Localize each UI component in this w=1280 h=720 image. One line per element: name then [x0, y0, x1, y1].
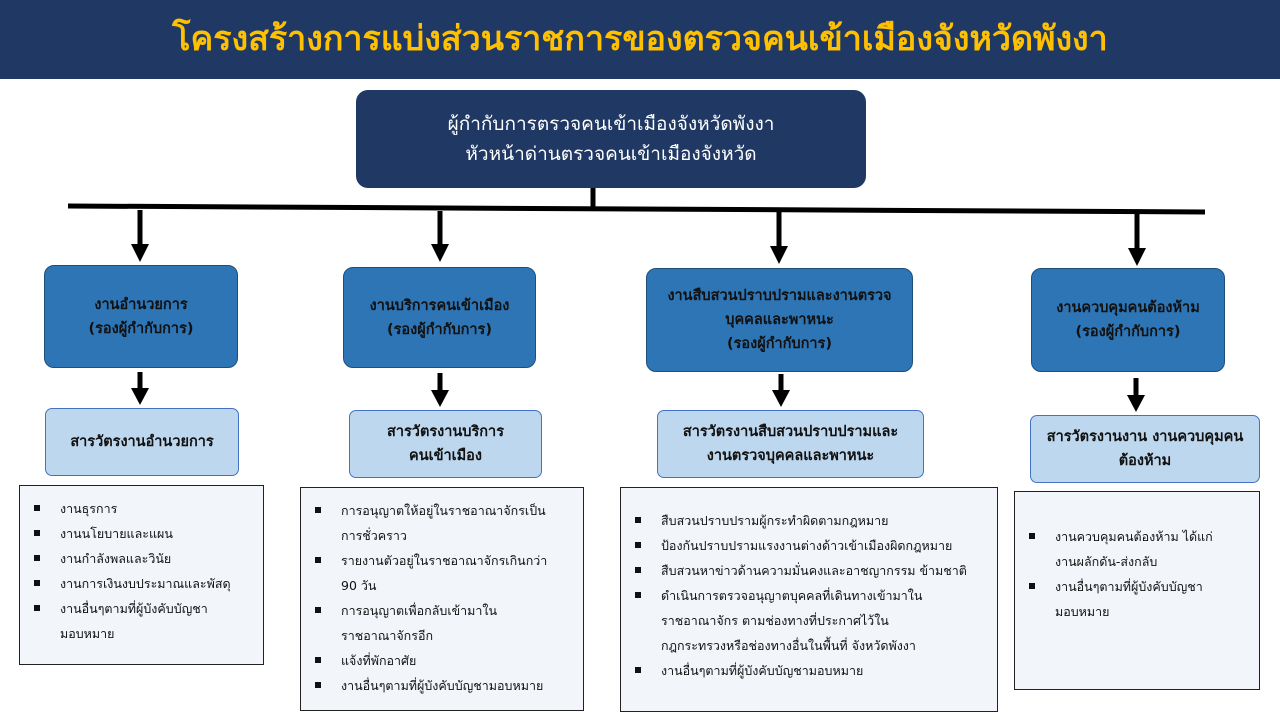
- dept-name-line: งานอำนวยการ: [94, 296, 188, 313]
- duty-item: งานกำลังพลและวินัย: [34, 546, 259, 571]
- inspector-label: คนเข้าเมือง: [409, 448, 482, 464]
- page-title: โครงสร้างการแบ่งส่วนราชการของตรวจคนเข้าเ…: [172, 19, 1108, 59]
- inspector-label: ต้องห้าม: [1118, 453, 1172, 469]
- dept-name-line: บุคคลและพาหนะ: [725, 312, 834, 328]
- bullet-icon: [34, 505, 40, 511]
- horizontal-bus: [67, 203, 1206, 215]
- duty-item: การอนุญาตให้อยู่ในราชอาณาจักรเป็นการชั่ว…: [315, 498, 579, 548]
- inspector-label: สารวัตรงานสืบสวนปราบปรามและ: [682, 424, 899, 440]
- bullet-icon: [34, 530, 40, 536]
- bullet-icon: [34, 580, 40, 586]
- duty-list-prohibited-persons: งานควบคุมคนต้องห้าม ได้แก่งานผลักดัน-ส่ง…: [1014, 491, 1260, 690]
- inspector-box-investigation: สารวัตรงานสืบสวนปราบปรามและ งานตรวจบุคคล…: [657, 410, 924, 478]
- dept-rank-line: (รองผู้กำกับการ): [387, 321, 492, 338]
- duty-item: แจ้งที่พักอาศัย: [315, 648, 579, 673]
- dept-name-line: งานสืบสวนปราบปรามและงานตรวจ: [667, 288, 892, 304]
- bullet-icon: [315, 557, 321, 563]
- dept-arrows: [131, 210, 1146, 266]
- bullet-icon: [635, 542, 641, 548]
- duty-item: งานอื่นๆตามที่ผู้บังคับบัญชามอบหมาย: [34, 596, 259, 646]
- duty-item: การอนุญาตเพื่อกลับเข้ามาในราชอาณาจักรอีก: [315, 598, 579, 648]
- duty-list-investigation: สืบสวนปราบปรามผู้กระทำผิดตามกฎหมาย ป้องก…: [620, 487, 998, 712]
- duty-item: งานนโยบายและแผน: [34, 521, 259, 546]
- duty-item: สืบสวนปราบปรามผู้กระทำผิดตามกฎหมาย: [635, 508, 993, 533]
- bullet-icon: [1029, 533, 1035, 539]
- head-officer-box: ผู้กำกับการตรวจคนเข้าเมืองจังหวัดพังงา ห…: [356, 90, 866, 188]
- bullet-icon: [635, 667, 641, 673]
- duty-item: งานธุรการ: [34, 496, 259, 521]
- dept-rank-line: (รองผู้กำกับการ): [727, 336, 832, 352]
- inspector-label: สารวัตรงานงาน งานควบคุมคน: [1046, 429, 1244, 445]
- duty-item: ป้องกันปราบปรามแรงงานต่างด้าวเข้าเมืองผิ…: [635, 533, 993, 558]
- bullet-icon: [315, 607, 321, 613]
- dept-box-administration: งานอำนวยการ (รองผู้กำกับการ): [44, 265, 238, 368]
- inspector-label: สารวัตรงานบริการ: [387, 424, 504, 440]
- head-officer-subtitle: หัวหน้าด่านตรวจคนเข้าเมืองจังหวัด: [465, 143, 757, 165]
- dept-name-line: งานบริการคนเข้าเมือง: [369, 297, 510, 314]
- duty-list-administration: งานธุรการ งานนโยบายและแผน งานกำลังพลและว…: [19, 485, 264, 665]
- duty-item: งานการเงินงบประมาณและพัสดุ: [34, 571, 259, 596]
- inspector-label: งานตรวจบุคคลและพาหนะ: [706, 448, 875, 464]
- duty-item: งานอื่นๆตามที่ผู้บังคับบัญชามอบหมาย: [1029, 574, 1255, 624]
- duty-item: งานอื่นๆตามที่ผู้บังคับบัญชามอบหมาย: [635, 658, 993, 683]
- dept-box-immigration-service: งานบริการคนเข้าเมือง (รองผู้กำกับการ): [343, 267, 536, 368]
- dept-rank-line: (รองผู้กำกับการ): [1075, 324, 1181, 340]
- dept-name-line: งานควบคุมคนต้องห้าม: [1056, 300, 1200, 316]
- inspector-label: สารวัตรงานอำนวยการ: [70, 434, 214, 450]
- dept-box-investigation: งานสืบสวนปราบปรามและงานตรวจ บุคคลและพาหน…: [646, 268, 913, 372]
- bullet-icon: [1029, 583, 1035, 589]
- duty-item: งานควบคุมคนต้องห้าม ได้แก่งานผลักดัน-ส่ง…: [1029, 524, 1255, 574]
- inspector-box-immigration-service: สารวัตรงานบริการ คนเข้าเมือง: [349, 410, 542, 478]
- duty-list-immigration-service: การอนุญาตให้อยู่ในราชอาณาจักรเป็นการชั่ว…: [300, 487, 584, 711]
- inspector-box-administration: สารวัตรงานอำนวยการ: [45, 408, 239, 476]
- dept-box-prohibited-persons: งานควบคุมคนต้องห้าม (รองผู้กำกับการ): [1031, 268, 1225, 372]
- inspector-arrows: [131, 372, 1145, 412]
- bullet-icon: [635, 567, 641, 573]
- duty-item: สืบสวนหาข่าวด้านความมั่นคงและอาชญากรรม ข…: [635, 558, 993, 583]
- bullet-icon: [315, 657, 321, 663]
- bullet-icon: [315, 507, 321, 513]
- bullet-icon: [34, 555, 40, 561]
- duty-item: ดำเนินการตรวจอนุญาตบุคคลที่เดินทางเข้ามา…: [635, 583, 993, 658]
- bullet-icon: [315, 682, 321, 688]
- inspector-box-prohibited-persons: สารวัตรงานงาน งานควบคุมคน ต้องห้าม: [1030, 415, 1260, 483]
- bullet-icon: [635, 592, 641, 598]
- dept-rank-line: (รองผู้กำกับการ): [88, 320, 194, 337]
- duty-item: งานอื่นๆตามที่ผู้บังคับบัญชามอบหมาย: [315, 673, 579, 698]
- title-banner: [0, 0, 1280, 79]
- bullet-icon: [635, 517, 641, 523]
- bullet-icon: [34, 605, 40, 611]
- head-officer-title: ผู้กำกับการตรวจคนเข้าเมืองจังหวัดพังงา: [447, 113, 775, 135]
